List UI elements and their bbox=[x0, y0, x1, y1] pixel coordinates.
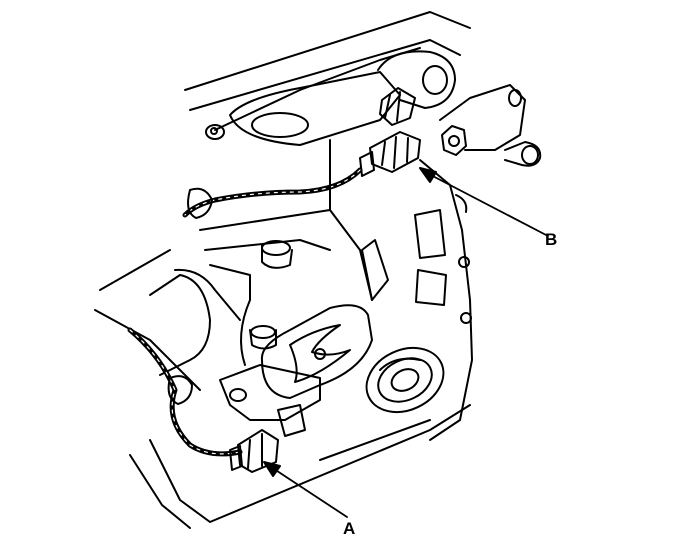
crank-seal bbox=[365, 346, 445, 414]
leader-line-a bbox=[263, 461, 348, 518]
engine-mount-bracket bbox=[205, 71, 401, 146]
upper-wiring-harness bbox=[182, 167, 363, 218]
lower-harness-tape bbox=[129, 329, 241, 455]
connector-b-body bbox=[359, 131, 421, 177]
lower-outline bbox=[94, 309, 471, 529]
lower-tab bbox=[219, 364, 321, 437]
lower-wiring-harness bbox=[127, 327, 243, 457]
lower-harness-clip bbox=[167, 375, 193, 405]
cover-bolts bbox=[249, 240, 293, 350]
harness-grommet bbox=[187, 187, 213, 219]
connector-a-body bbox=[229, 429, 279, 473]
timing-cover bbox=[199, 139, 473, 441]
upper-harness-tape bbox=[184, 169, 361, 216]
right-bracket bbox=[439, 84, 542, 167]
mount-bushing bbox=[377, 50, 456, 126]
leader-line-b bbox=[419, 167, 549, 237]
callout-label-a: A bbox=[343, 519, 356, 538]
left-housing bbox=[99, 249, 251, 376]
engine-upper-outline bbox=[184, 11, 471, 131]
cover-plate bbox=[260, 304, 373, 399]
callout-label-b: B bbox=[545, 230, 558, 249]
